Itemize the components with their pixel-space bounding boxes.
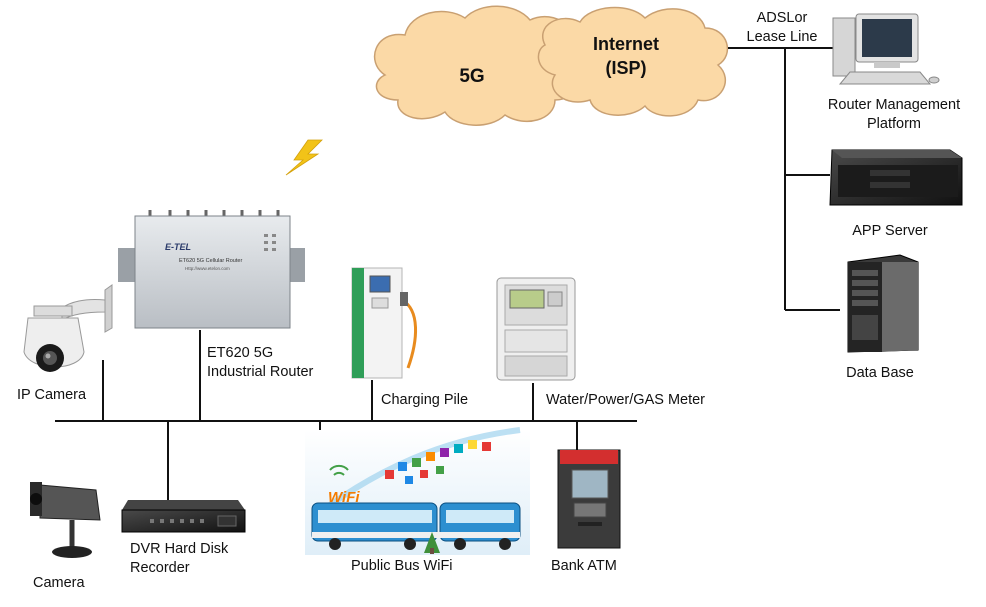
dvr-label-line1: DVR Hard Disk xyxy=(130,541,229,557)
router-url-text: Http://www.etelon.com xyxy=(185,266,230,271)
cloud-internet xyxy=(537,6,729,117)
router-model-text: ET620 5G Cellular Router xyxy=(179,258,242,264)
cloud-internet-label: Internet (ISP) xyxy=(578,32,674,80)
et620-router-label: ET620 5G Industrial Router xyxy=(207,344,313,382)
meter-label: Water/Power/GAS Meter xyxy=(546,392,706,408)
database-label: Data Base xyxy=(846,365,914,381)
cloud-internet-label-line2: (ISP) xyxy=(605,58,647,78)
router-management-platform-label: Router Management Platform xyxy=(812,96,976,134)
management-pc-icon xyxy=(832,13,940,85)
app-server-label: APP Server xyxy=(852,223,928,239)
smart-meter-icon xyxy=(496,277,576,381)
router-label-line1: ET620 5G xyxy=(207,345,274,361)
cloud-internet-label-line1: Internet xyxy=(592,34,659,54)
dvr-recorder-icon xyxy=(121,500,246,533)
public-bus-wifi-illustration: WiFi xyxy=(305,427,530,555)
bank-atm-icon xyxy=(557,449,621,549)
app-server-icon xyxy=(829,149,963,206)
bus-wifi-sign-text: WiFi xyxy=(328,489,360,506)
router-mgmt-line1: Router Management xyxy=(827,97,961,113)
bus-wifi-label: Public Bus WiFi xyxy=(351,558,453,574)
isp-backbone-lines xyxy=(728,47,840,311)
router-label-line2: Industrial Router xyxy=(207,364,314,380)
ip-camera-icon xyxy=(23,284,113,372)
field-bus-lines xyxy=(55,330,637,505)
bullet-camera-icon xyxy=(30,482,101,558)
wireless-lightning-icon xyxy=(285,139,323,176)
adsl-label-line2: Lease Line xyxy=(746,29,818,45)
database-server-icon xyxy=(847,254,919,353)
dvr-label: DVR Hard Disk Recorder xyxy=(130,540,228,578)
adsl-lease-line-label: ADSLor Lease Line xyxy=(740,9,824,47)
camera-label: Camera xyxy=(33,575,85,591)
adsl-label-line1: ADSLor xyxy=(756,10,808,26)
ip-camera-label: IP Camera xyxy=(17,387,87,403)
charging-pile-icon xyxy=(351,267,418,379)
et620-router-icon: E-TEL ET620 5G Cellular Router Http://ww… xyxy=(118,210,305,329)
router-mgmt-line2: Platform xyxy=(867,116,921,132)
router-brand-text: E-TEL xyxy=(165,242,191,252)
charging-pile-label: Charging Pile xyxy=(381,392,469,408)
cloud-5g-label: 5G xyxy=(459,66,485,87)
bank-atm-label: Bank ATM xyxy=(551,558,617,574)
dvr-label-line2: Recorder xyxy=(130,560,190,576)
app-icons-cluster xyxy=(385,440,491,484)
